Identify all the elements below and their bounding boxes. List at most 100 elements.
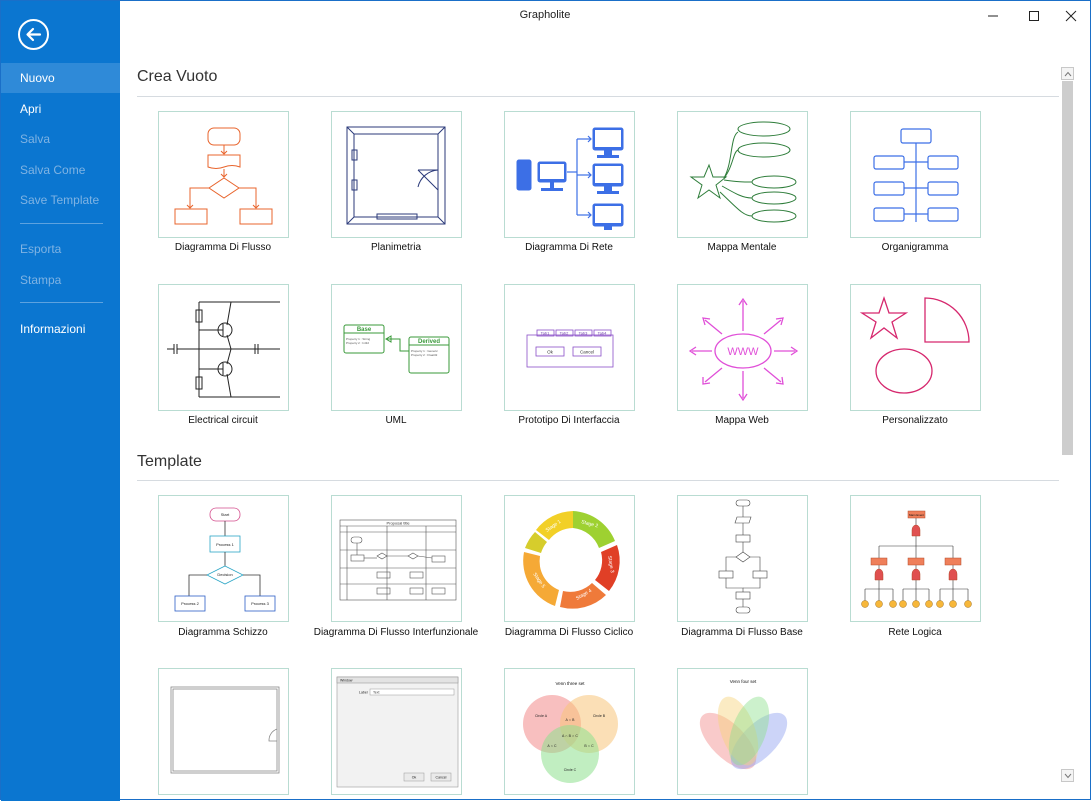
- tile-organigramma[interactable]: [850, 111, 981, 238]
- sidebar-item-informazioni[interactable]: Informazioni: [20, 322, 86, 336]
- maximize-icon: [1029, 11, 1039, 21]
- ui-tab-label: Tab2: [560, 331, 569, 336]
- tile-rete-logica[interactable]: Main Event: [850, 495, 981, 622]
- cycle-stage-label: Stage 3: [606, 555, 615, 573]
- floorplan-template-thumbnail: [170, 686, 280, 774]
- form-ok: Ok: [412, 776, 417, 780]
- title-bar: Grapholite: [120, 1, 1090, 31]
- chevron-up-icon: [1064, 71, 1072, 77]
- sketch-diagram-thumbnail: Start Process 1 Decision Process 2 Proce…: [174, 507, 276, 612]
- form-label: Label: [359, 691, 368, 695]
- sidebar-divider: [20, 302, 103, 303]
- venn-label: Circle C: [564, 768, 577, 772]
- tile-label: Mappa Mentale: [707, 242, 777, 253]
- section-title-template: Template: [137, 453, 202, 470]
- tile-diagramma-di-flusso-base[interactable]: [677, 495, 808, 622]
- uml-property: Property 1 : Generic: [411, 349, 438, 353]
- scrollbar-thumb[interactable]: [1062, 81, 1073, 455]
- scroll-up-button[interactable]: [1061, 67, 1074, 80]
- tile-label: Diagramma Di Flusso Ciclico: [504, 627, 634, 638]
- tile-diagramma-schizzo[interactable]: Start Process 1 Decision Process 2 Proce…: [158, 495, 289, 622]
- minimize-button[interactable]: [970, 1, 1015, 31]
- ui-tab-label: Tab3: [579, 331, 588, 336]
- tile-mappa-web[interactable]: WWW: [677, 284, 808, 411]
- tile-label: Diagramma Di Rete: [525, 242, 613, 253]
- venn-title: Venn three set: [555, 681, 585, 686]
- sidebar-item-stampa[interactable]: Stampa: [20, 273, 62, 287]
- sketch-node-label: Process 3: [251, 601, 270, 606]
- form-cancel: Cancel: [436, 776, 447, 780]
- sketch-node-label: Process 2: [181, 601, 200, 606]
- tile-planimetria[interactable]: [331, 111, 462, 238]
- logic-network-thumbnail: Main Event: [861, 510, 972, 608]
- uml-icon: Base Derived Property 1 : String Propert…: [343, 324, 450, 374]
- ui-prototype-icon: Tab1 Tab2 Tab3 Tab4 Ok Cancel: [526, 329, 614, 368]
- sidebar: Nuovo Apri Salva Salva Come Save Templat…: [1, 1, 120, 801]
- sketch-node-label: Start: [221, 512, 230, 517]
- sidebar-item-esporta[interactable]: Esporta: [20, 242, 62, 256]
- sidebar-item-salva[interactable]: Salva: [20, 132, 51, 146]
- sidebar-item-save-template[interactable]: Save Template: [20, 193, 100, 207]
- venn-three-thumbnail: Venn three set Circle A Circle B Circle …: [523, 681, 618, 783]
- tile-diagramma-di-rete[interactable]: [504, 111, 635, 238]
- basic-flowchart-thumbnail: [718, 499, 768, 614]
- uml-property: Property 2 : Float32: [411, 353, 438, 357]
- maximize-button[interactable]: [1011, 1, 1056, 31]
- ui-tab-label: Tab4: [598, 331, 607, 336]
- sidebar-item-apri[interactable]: Apri: [20, 102, 42, 116]
- floorplan-icon: [346, 126, 446, 225]
- tile-template-venn-four[interactable]: Venn four set: [677, 668, 808, 795]
- tile-label: Diagramma Di Flusso: [174, 242, 272, 253]
- circuit-icon: [167, 301, 280, 398]
- cycle-diagram-thumbnail: Stage 1 Stage 2 Stage 3 Stage 4 Stage 5: [523, 511, 620, 609]
- webmap-icon: WWW: [688, 297, 799, 402]
- sketch-node-label: Decision: [217, 572, 232, 577]
- tile-electrical-circuit[interactable]: [158, 284, 289, 411]
- venn-label: Circle A: [535, 714, 548, 718]
- sidebar-item-salva-come[interactable]: Salva Come: [20, 163, 86, 177]
- custom-shapes-icon: [859, 295, 970, 394]
- form-window-label: Window: [340, 679, 353, 683]
- window-title: Grapholite: [519, 9, 571, 21]
- venn-label: A ∩ B ∩ C: [562, 734, 578, 738]
- tile-mappa-mentale[interactable]: [677, 111, 808, 238]
- scroll-down-button[interactable]: [1061, 769, 1074, 782]
- tile-template-floorplan[interactable]: [158, 668, 289, 795]
- tile-uml[interactable]: Base Derived Property 1 : String Propert…: [331, 284, 462, 411]
- uml-derived-label: Derived: [418, 339, 440, 345]
- cycle-stage-label: Stage 2: [580, 519, 598, 529]
- close-button[interactable]: [1048, 1, 1091, 31]
- tile-label: Prototipo Di Interfaccia: [518, 415, 620, 426]
- ui-ok-label: Ok: [547, 350, 554, 355]
- network-icon: [516, 127, 624, 230]
- tile-label: Rete Logica: [888, 627, 942, 638]
- sketch-node-label: Process 1: [216, 542, 235, 547]
- tile-diagramma-di-flusso-interfunzionale[interactable]: Proposal title: [331, 495, 462, 622]
- uml-property: Property 1 : String: [346, 337, 371, 341]
- www-label: WWW: [727, 346, 759, 358]
- tile-template-form[interactable]: Window Label Text Ok Cancel: [331, 668, 462, 795]
- main-content: Crea Vuoto Diagramma Di Flusso: [120, 31, 1060, 799]
- chevron-down-icon: [1064, 773, 1072, 779]
- tile-diagramma-di-flusso-ciclico[interactable]: Stage 1 Stage 2 Stage 3 Stage 4 Stage 5: [504, 495, 635, 622]
- venn-label: A ∩ B: [566, 718, 576, 722]
- tile-label: Diagramma Di Flusso Interfunzionale: [313, 627, 479, 638]
- tile-prototipo-di-interfaccia[interactable]: Tab1 Tab2 Tab3 Tab4 Ok Cancel: [504, 284, 635, 411]
- tile-label: Electrical circuit: [188, 415, 258, 426]
- sidebar-item-nuovo[interactable]: Nuovo: [1, 63, 120, 93]
- venn-title: Venn four set: [730, 679, 757, 684]
- tile-personalizzato[interactable]: [850, 284, 981, 411]
- back-button[interactable]: [18, 19, 49, 50]
- logic-root-label: Main Event: [909, 513, 924, 517]
- section-title-crea-vuoto: Crea Vuoto: [137, 68, 218, 85]
- minimize-icon: [988, 15, 998, 17]
- uml-property: Property 2 : Int32: [346, 341, 369, 345]
- tile-diagramma-di-flusso[interactable]: [158, 111, 289, 238]
- tile-template-venn-three[interactable]: Venn three set Circle A Circle B Circle …: [504, 668, 635, 795]
- tile-label: Diagramma Di Flusso Base: [681, 627, 803, 638]
- section-divider: [137, 96, 1059, 97]
- ui-cancel-label: Cancel: [580, 350, 594, 355]
- orgchart-icon: [873, 128, 959, 222]
- venn-label: B ∩ C: [584, 744, 594, 748]
